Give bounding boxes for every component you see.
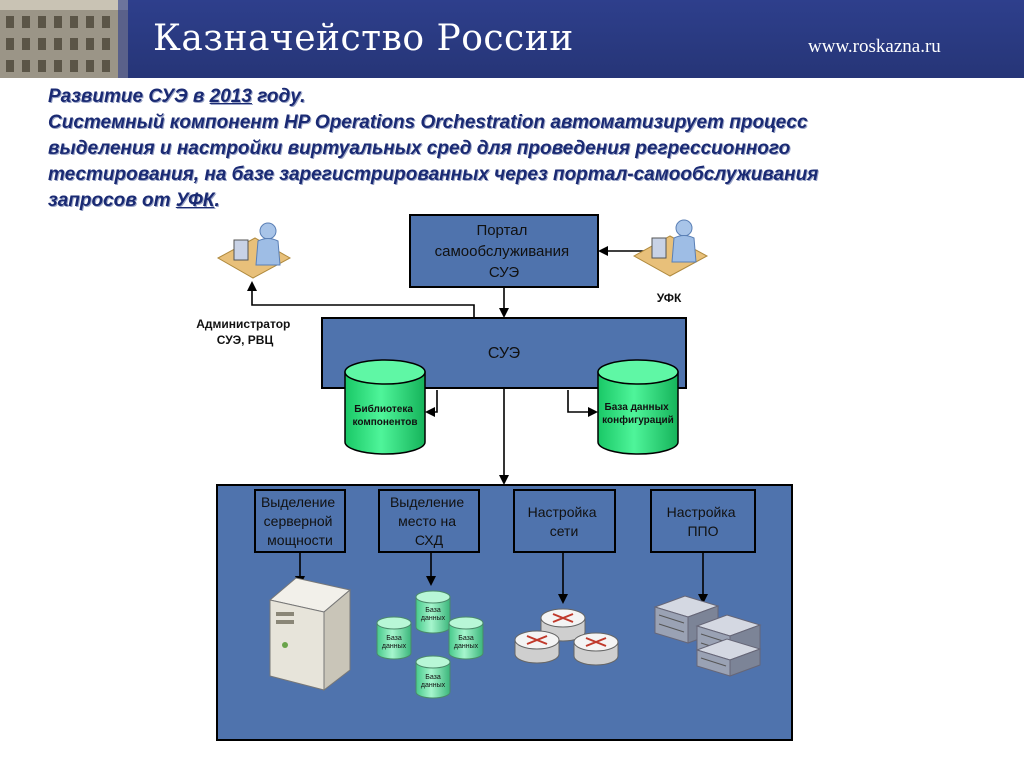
description-text: .	[214, 190, 220, 211]
server-tower-icon	[268, 577, 352, 692]
rack-servers-icon	[653, 595, 762, 677]
sue-label: СУЭ	[488, 345, 520, 362]
config-db-cylinder	[597, 359, 679, 455]
year-link: 2013	[209, 86, 252, 107]
task-server-capacity-box	[254, 489, 346, 553]
description-line-5: запросов от УФК.	[48, 188, 948, 214]
task-software-label: Настройка ППО	[667, 504, 740, 539]
sue-to-admin-arrow	[247, 281, 475, 318]
header-title: Казначейство России	[153, 18, 574, 59]
description: Развитие СУЭ в 2013 году. Системный комп…	[48, 84, 948, 214]
library-label: Библиотека компонентов	[352, 403, 417, 428]
description-line-4: тестирования, на базе зарегистрированных…	[48, 164, 819, 185]
task-software-box	[650, 489, 756, 553]
network-routers-icon	[514, 608, 619, 666]
header-url[interactable]: www.roskazna.ru	[808, 36, 941, 57]
building-photo	[0, 0, 128, 78]
sue-to-library-arrow	[425, 390, 438, 417]
description-text: Развитие СУЭ в	[48, 86, 210, 107]
task-network-label: Настройка сети	[528, 504, 601, 539]
task-server-capacity-label: Выделение серверной мощности	[261, 494, 339, 548]
ufk-label: УФК	[657, 291, 682, 305]
sue-to-config-arrow	[567, 390, 598, 417]
task-storage-label: Выделение место на СХД	[390, 494, 468, 548]
ufk-link: УФК	[175, 190, 215, 211]
description-line-2: Системный компонент HP Operations Orches…	[48, 112, 808, 133]
router-icon	[514, 630, 560, 664]
task-storage-box	[378, 489, 480, 553]
description-text: году.	[251, 86, 306, 107]
config-db-label: База данных конфигураций	[602, 402, 674, 426]
description-line-1: Развитие СУЭ в 2013 году.	[48, 84, 948, 110]
description-line-3: выделения и настройки виртуальных сред д…	[48, 138, 791, 159]
library-cylinder	[344, 359, 426, 455]
rack-server	[695, 638, 762, 677]
portal-label: Портал самообслуживания СУЭ	[435, 222, 574, 281]
task-network-box	[513, 489, 616, 553]
administrator-label: Администратор СУЭ, РВЦ	[196, 317, 293, 347]
header-bar: Казначейство России www.roskazna.ru	[0, 0, 1024, 78]
router-icon	[573, 632, 619, 666]
ufk-person-icon	[632, 219, 709, 277]
description-text: запросов от	[48, 190, 176, 211]
administrator-person-icon	[216, 222, 292, 279]
portal-box	[409, 214, 599, 288]
